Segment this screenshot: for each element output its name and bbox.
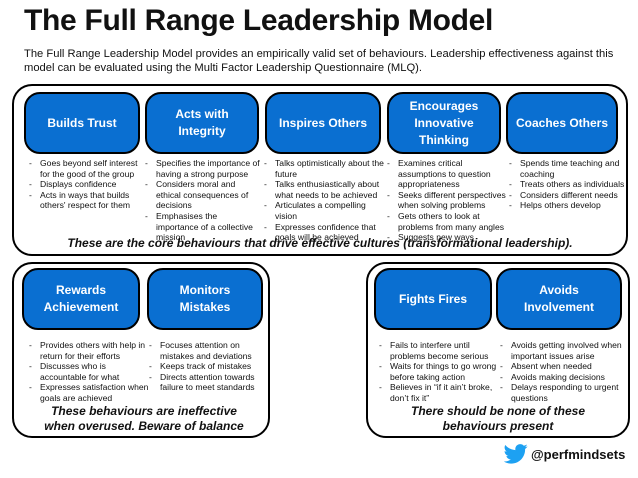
list-item: Considers different needs xyxy=(508,190,628,201)
builds-trust-list: Goes beyond self interest for the good o… xyxy=(28,158,140,211)
coaches-others-list: Spends time teaching and coaching Treats… xyxy=(508,158,628,211)
list-item: Expresses confidence that goals will be … xyxy=(263,222,387,243)
list-item: Talks optimistically about the future xyxy=(263,158,387,179)
encourages-innovative-thinking-label: Encourages Innovative Thinking xyxy=(409,98,479,147)
transformational-caption: These are the core behaviours that drive… xyxy=(67,236,573,250)
list-item: Avoids making decisions xyxy=(499,372,629,383)
intro-text: The Full Range Leadership Model provides… xyxy=(24,48,614,74)
twitter-handle-text: @perfmindsets xyxy=(531,446,626,462)
monitors-mistakes-label: Monitors Mistakes xyxy=(179,283,231,314)
list-item: Examines critical assumptions to questio… xyxy=(386,158,508,190)
inspires-others-list: Talks optimistically about the future Ta… xyxy=(263,158,387,243)
list-item: Directs attention towards failure to mee… xyxy=(148,372,268,393)
inspires-others-label: Inspires Others xyxy=(278,115,368,130)
coaches-others-box: Coaches Others xyxy=(506,92,618,154)
monitors-mistakes-box: Monitors Mistakes xyxy=(147,268,263,330)
rewards-achievement-label: Rewards Achievement xyxy=(43,283,119,314)
list-item: Spends time teaching and coaching xyxy=(508,158,628,179)
avoids-involvement-label: Avoids Involvement xyxy=(523,283,595,314)
list-item: Considers moral and ethical consequences… xyxy=(144,179,260,211)
list-item: Articulates a compelling vision xyxy=(263,200,387,221)
list-item: Goes beyond self interest for the good o… xyxy=(28,158,140,179)
list-item: Focuses attention on mistakes and deviat… xyxy=(148,340,268,361)
list-item: Treats others as individuals xyxy=(508,179,628,190)
list-item: Helps others develop xyxy=(508,200,628,211)
avoids-involvement-list: Avoids getting involved when important i… xyxy=(499,340,629,404)
fights-fires-box: Fights Fires xyxy=(374,268,492,330)
transactional-caption: These behaviours are ineffective when ov… xyxy=(44,404,244,433)
acts-with-integrity-label: Acts with Integrity xyxy=(175,107,229,138)
avoids-involvement-box: Avoids Involvement xyxy=(496,268,622,330)
monitors-mistakes-list: Focuses attention on mistakes and deviat… xyxy=(148,340,268,393)
list-item: Gets others to look at problems from man… xyxy=(386,211,508,232)
list-item: Expresses satisfaction when goals are ac… xyxy=(28,382,150,403)
coaches-others-label: Coaches Others xyxy=(515,115,609,130)
list-item: Keeps track of mistakes xyxy=(148,361,268,372)
list-item: Absent when needed xyxy=(499,361,629,372)
page-title: The Full Range Leadership Model xyxy=(24,4,494,37)
list-item: Emphasises the importance of a collectiv… xyxy=(144,211,260,243)
list-item: Avoids getting involved when important i… xyxy=(499,340,629,361)
list-item: Provides others with help in return for … xyxy=(28,340,150,361)
list-item: Talks enthusiastically about what needs … xyxy=(263,179,387,200)
list-item: Delays responding to urgent questions xyxy=(499,382,629,403)
list-item: Waits for things to go wrong before taki… xyxy=(378,361,502,382)
rewards-achievement-list: Provides others with help in return for … xyxy=(28,340,150,404)
encourages-innovative-thinking-box: Encourages Innovative Thinking xyxy=(387,92,501,154)
list-item: Seeks different perspectives when solvin… xyxy=(386,190,508,211)
fights-fires-list: Fails to interfere until problems become… xyxy=(378,340,502,404)
fights-fires-label: Fights Fires xyxy=(398,291,467,306)
encourages-innovative-thinking-list: Examines critical assumptions to questio… xyxy=(386,158,508,243)
list-item: Displays confidence xyxy=(28,179,140,190)
list-item: Specifies the importance of having a str… xyxy=(144,158,260,179)
list-item: Discusses who is accountable for what xyxy=(28,361,150,382)
twitter-bird-icon xyxy=(504,444,528,464)
list-item: Fails to interfere until problems become… xyxy=(378,340,502,361)
list-item: Suggests new ways xyxy=(386,232,508,243)
twitter-handle[interactable]: @perfmindsets xyxy=(504,444,625,464)
rewards-achievement-box: Rewards Achievement xyxy=(22,268,140,330)
acts-with-integrity-list: Specifies the importance of having a str… xyxy=(144,158,260,243)
builds-trust-box: Builds Trust xyxy=(24,92,140,154)
inspires-others-box: Inspires Others xyxy=(265,92,381,154)
builds-trust-label: Builds Trust xyxy=(47,115,117,130)
list-item: Believes in “if it ain’t broke, don’t fi… xyxy=(378,382,502,403)
acts-with-integrity-box: Acts with Integrity xyxy=(145,92,259,154)
list-item: Acts in ways that builds others' respect… xyxy=(28,190,140,211)
passive-caption: There should be none of these behaviours… xyxy=(410,404,586,433)
